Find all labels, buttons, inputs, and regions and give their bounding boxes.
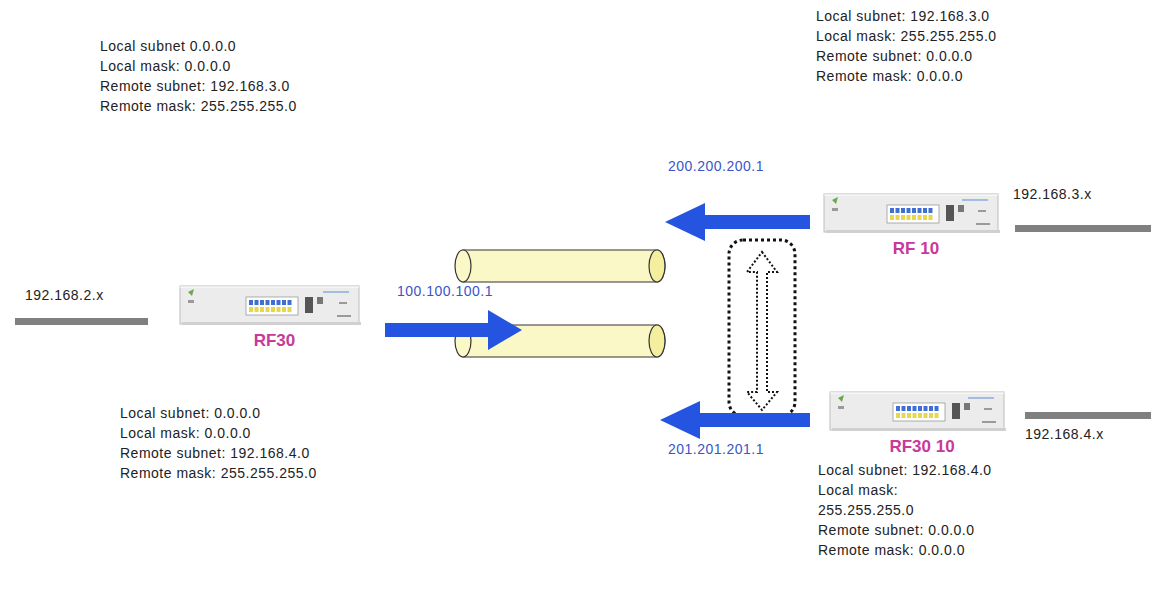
- ip-address: 201.201.201.1: [668, 441, 764, 458]
- config-text: Remote mask: 255.255.255.0: [120, 465, 317, 482]
- config-text: Local mask: 0.0.0.0: [100, 58, 231, 75]
- config-text: Local subnet: 0.0.0.0: [120, 405, 261, 422]
- config-text: Remote mask: 0.0.0.0: [818, 542, 965, 559]
- double-arrow: [747, 252, 777, 410]
- config-text: Local subnet 0.0.0.0: [100, 38, 236, 55]
- config-text: Remote mask: 0.0.0.0: [816, 68, 963, 85]
- device-name: RF30 10: [828, 437, 1016, 457]
- router-node: RF30 10: [828, 388, 1016, 457]
- vpn-tunnel: [455, 250, 665, 282]
- blue-arrow: [660, 401, 810, 439]
- blue-arrow: [385, 310, 522, 350]
- router-icon: [178, 282, 363, 328]
- config-text: Local mask: 255.255.255.0: [816, 28, 997, 45]
- ip-address: 100.100.100.1: [397, 283, 493, 300]
- router-node: RF30: [178, 282, 371, 351]
- ip-address: 200.200.200.1: [668, 158, 764, 175]
- device-name: RF30: [178, 331, 371, 351]
- lan-bar: [15, 318, 148, 325]
- router-node: RF 10: [822, 190, 1010, 259]
- lan-bar: [1025, 412, 1151, 419]
- config-text: 192.168.3.x: [1013, 186, 1092, 203]
- lan-bar: [1015, 225, 1151, 232]
- config-text: 192.168.4.x: [1025, 426, 1104, 443]
- dotted-frame: [729, 240, 795, 416]
- blue-arrow: [665, 203, 810, 241]
- config-text: Local mask: 0.0.0.0: [120, 425, 251, 442]
- config-text: Remote subnet: 0.0.0.0: [818, 522, 975, 539]
- config-text: Remote subnet: 0.0.0.0: [816, 48, 973, 65]
- config-text: Remote subnet: 192.168.4.0: [120, 445, 310, 462]
- config-text: Local subnet: 192.168.4.0: [818, 462, 992, 479]
- router-icon: [822, 190, 1002, 236]
- config-text: Remote mask: 255.255.255.0: [100, 98, 297, 115]
- router-icon: [828, 388, 1008, 434]
- config-text: 192.168.2.x: [25, 287, 104, 304]
- config-text: Local subnet: 192.168.3.0: [816, 8, 990, 25]
- config-text: Remote subnet: 192.168.3.0: [100, 78, 290, 95]
- config-text: 255.255.255.0: [818, 502, 914, 519]
- device-name: RF 10: [822, 239, 1010, 259]
- config-text: Local mask:: [818, 482, 898, 499]
